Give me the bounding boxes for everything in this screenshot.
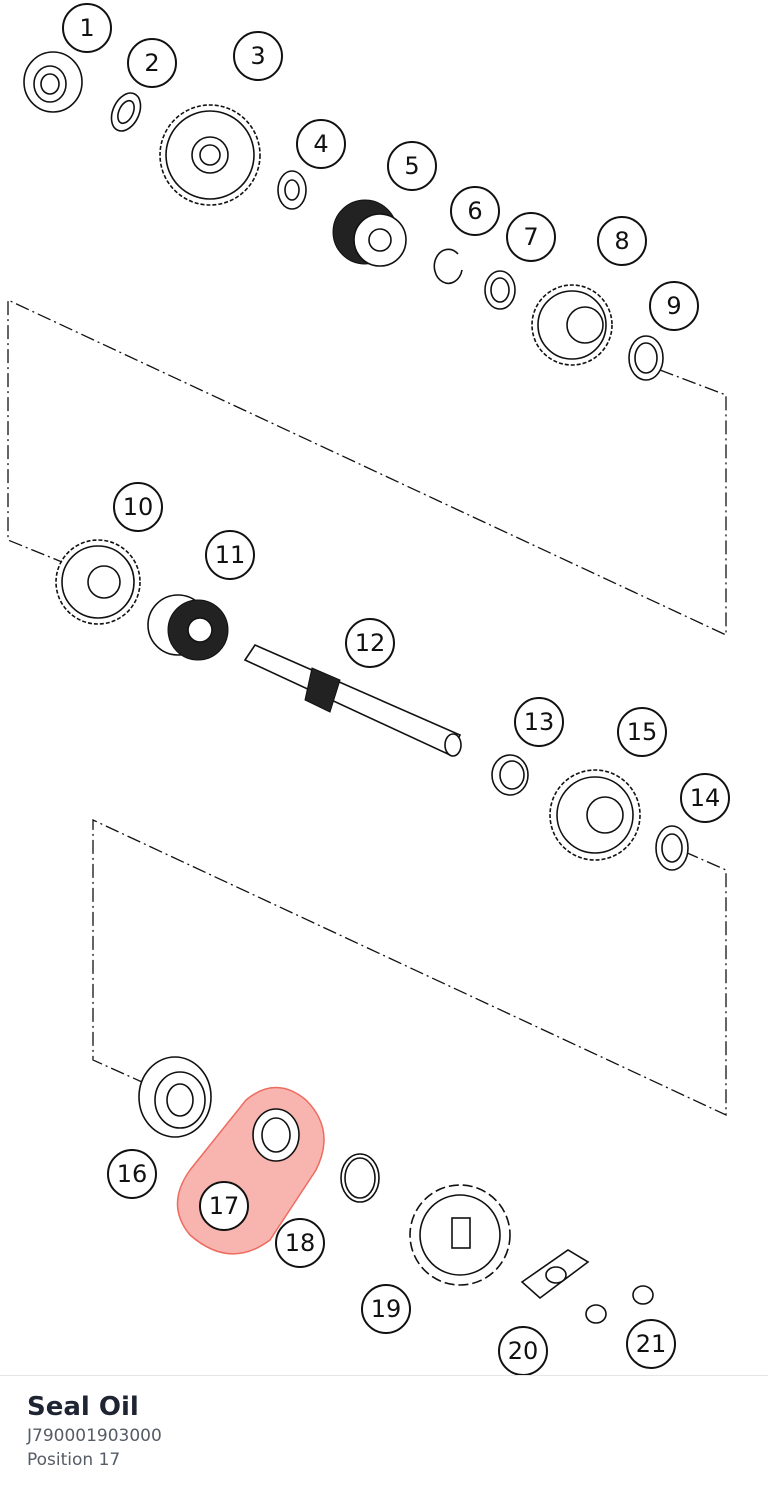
callout-label: 5 xyxy=(404,152,419,180)
callout-7[interactable]: 7 xyxy=(506,212,556,262)
part-15-gear[interactable] xyxy=(549,769,641,861)
callout-label: 9 xyxy=(666,292,681,320)
part-19-sprocket[interactable] xyxy=(409,1184,511,1286)
part-18-circlip[interactable] xyxy=(340,1153,380,1203)
exploded-parts-diagram: 1 2 3 4 5 6 7 8 9 10 11 12 13 15 14 16 1… xyxy=(7,3,730,1375)
callout-label: 13 xyxy=(524,708,555,736)
callout-label: 16 xyxy=(117,1160,148,1188)
callout-label: 8 xyxy=(614,227,629,255)
callout-label: 15 xyxy=(627,718,658,746)
selected-part-panel: Seal Oil J790001903000 Position 17 xyxy=(0,1375,768,1491)
callout-14[interactable]: 14 xyxy=(680,773,730,823)
callout-label: 21 xyxy=(636,1330,667,1358)
part-1-bearing[interactable] xyxy=(23,51,83,113)
callout-label: 6 xyxy=(467,197,482,225)
callout-label: 4 xyxy=(313,130,328,158)
callout-18[interactable]: 18 xyxy=(275,1218,325,1268)
assembly-line-upper xyxy=(7,298,727,637)
callout-13[interactable]: 13 xyxy=(514,697,564,747)
part-2-washer[interactable] xyxy=(106,88,146,135)
callout-2[interactable]: 2 xyxy=(127,38,177,88)
part-10-gear[interactable] xyxy=(55,539,141,625)
callout-17[interactable]: 17 xyxy=(199,1181,249,1231)
callout-11[interactable]: 11 xyxy=(205,530,255,580)
callout-21[interactable]: 21 xyxy=(626,1319,676,1369)
callout-3[interactable]: 3 xyxy=(233,31,283,81)
callout-label: 14 xyxy=(690,784,721,812)
callout-16[interactable]: 16 xyxy=(107,1149,157,1199)
part-5-gear[interactable] xyxy=(332,199,407,267)
part-4-bushing[interactable] xyxy=(277,170,307,210)
part-number: J790001903000 xyxy=(27,1426,162,1446)
part-20-lock-plate[interactable] xyxy=(520,1249,590,1300)
callout-label: 19 xyxy=(371,1295,402,1323)
callout-label: 18 xyxy=(285,1229,316,1257)
part-17-seal-oil[interactable] xyxy=(252,1108,300,1162)
callout-label: 11 xyxy=(215,541,246,569)
callout-label: 10 xyxy=(123,493,154,521)
callout-9[interactable]: 9 xyxy=(649,281,699,331)
part-14-washer[interactable] xyxy=(655,825,689,871)
part-8-gear[interactable] xyxy=(531,284,613,366)
part-9-washer[interactable] xyxy=(628,335,664,381)
callout-12[interactable]: 12 xyxy=(345,618,395,668)
callout-label: 3 xyxy=(250,42,265,70)
part-16-bearing[interactable] xyxy=(138,1056,212,1138)
callout-label: 1 xyxy=(79,14,94,42)
callout-8[interactable]: 8 xyxy=(597,216,647,266)
callout-5[interactable]: 5 xyxy=(387,141,437,191)
part-12-shaft[interactable] xyxy=(243,643,462,757)
callout-label: 2 xyxy=(144,49,159,77)
part-position: Position 17 xyxy=(27,1450,121,1470)
callout-4[interactable]: 4 xyxy=(296,119,346,169)
callout-19[interactable]: 19 xyxy=(361,1284,411,1334)
part-21-bolts[interactable] xyxy=(585,1285,654,1324)
callout-20[interactable]: 20 xyxy=(498,1326,548,1375)
callout-10[interactable]: 10 xyxy=(113,482,163,532)
part-7-washer[interactable] xyxy=(484,270,516,310)
part-3-gear[interactable] xyxy=(159,104,261,206)
callout-label: 12 xyxy=(355,629,386,657)
callout-label: 20 xyxy=(508,1337,539,1365)
part-13-bushing[interactable] xyxy=(491,754,529,796)
assembly-line-lower xyxy=(92,818,727,1117)
callout-6[interactable]: 6 xyxy=(450,186,500,236)
part-11-gear[interactable] xyxy=(147,594,229,661)
part-6-circlip[interactable] xyxy=(433,248,463,285)
callout-label: 17 xyxy=(209,1192,240,1220)
part-name: Seal Oil xyxy=(27,1392,139,1422)
callout-15[interactable]: 15 xyxy=(617,707,667,757)
callout-label: 7 xyxy=(523,223,538,251)
callout-1[interactable]: 1 xyxy=(62,3,112,53)
